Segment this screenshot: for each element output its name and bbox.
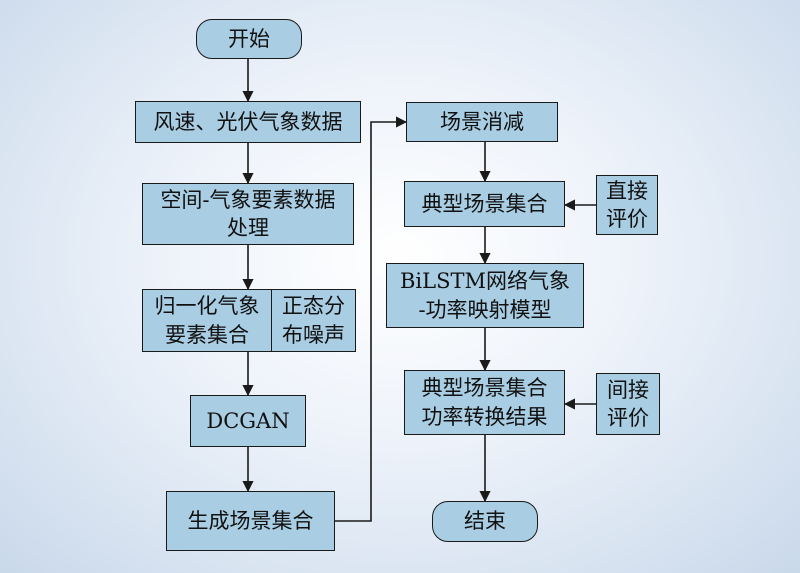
dcgan-label: DCGAN — [206, 408, 290, 433]
scenario-reduction-node: 场景消减 — [406, 102, 558, 142]
normalize-noise-node: 归一化气象 要素集合 正态分 布噪声 — [142, 289, 356, 352]
bilstm-model-node: BiLSTM网络气象 -功率映射模型 — [386, 263, 584, 328]
normalized-line-2: 要素集合 — [165, 322, 249, 347]
normalized-line-1: 归一化气象 — [154, 294, 260, 319]
direct-evaluation-node: 直接 评价 — [596, 175, 658, 235]
bilstm-line-1: BiLSTM网络气象 — [400, 269, 570, 294]
result-line-2: 功率转换结果 — [421, 404, 548, 429]
dcgan-node: DCGAN — [190, 395, 306, 447]
power-conversion-result-node: 典型场景集合 功率转换结果 — [404, 370, 565, 435]
start-node: 开始 — [196, 19, 302, 59]
direct-eval-line-1: 直接 — [606, 178, 648, 203]
indirect-eval-line-2: 评价 — [607, 406, 649, 430]
normalized-elements-cell: 归一化气象 要素集合 — [143, 290, 271, 351]
typical-scenarios-label: 典型场景集合 — [421, 191, 548, 216]
indirect-evaluation-node: 间接 评价 — [596, 373, 660, 435]
noise-line-2: 布噪声 — [282, 322, 345, 347]
bilstm-line-2: -功率映射模型 — [418, 297, 552, 322]
generated-scenarios-label: 生成场景集合 — [187, 508, 314, 533]
start-label: 开始 — [228, 26, 270, 51]
typical-scenarios-node: 典型场景集合 — [404, 181, 565, 227]
noise-line-1: 正态分 — [282, 294, 345, 319]
scenario-reduction-label: 场景消减 — [440, 109, 524, 134]
direct-eval-line-2: 评价 — [606, 207, 648, 231]
end-label: 结束 — [464, 509, 506, 534]
generated-scenarios-node: 生成场景集合 — [166, 491, 335, 551]
spatial-processing-node: 空间-气象要素数据 处理 — [142, 183, 354, 245]
gaussian-noise-cell: 正态分 布噪声 — [271, 290, 355, 351]
end-node: 结束 — [432, 501, 538, 542]
result-line-1: 典型场景集合 — [421, 376, 548, 401]
wind-pv-data-node: 风速、光伏气象数据 — [135, 101, 361, 143]
arrow-gen-to-reduce — [335, 116, 408, 522]
wind-pv-data-label: 风速、光伏气象数据 — [153, 109, 343, 134]
indirect-eval-line-1: 间接 — [607, 377, 649, 402]
spatial-processing-line-2: 处理 — [226, 216, 269, 240]
spatial-processing-line-1: 空间-气象要素数据 — [160, 187, 336, 212]
